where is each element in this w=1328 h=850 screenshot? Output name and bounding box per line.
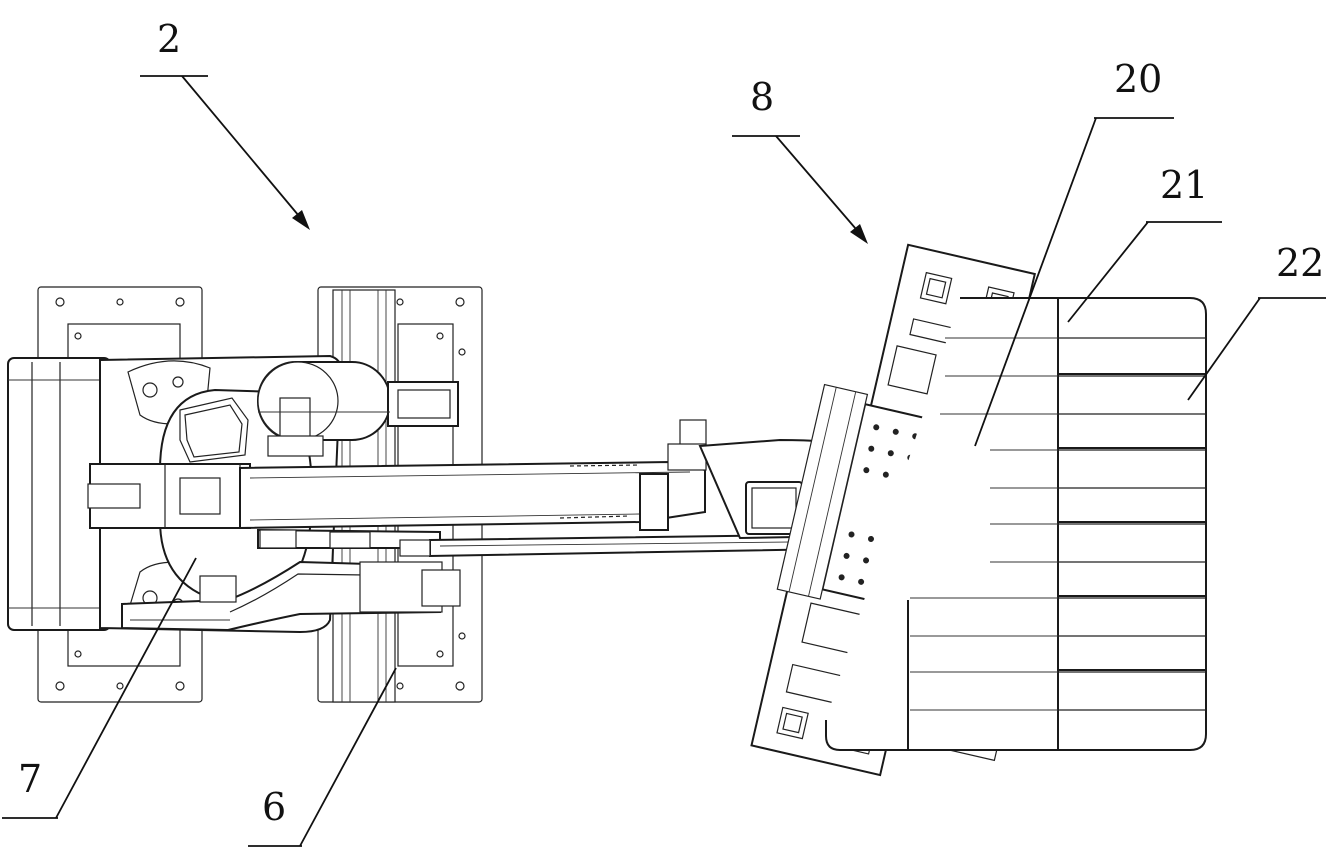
callout-22: 22	[1187, 241, 1326, 401]
label-20: 20	[1114, 57, 1162, 101]
callout-21: 21	[1067, 163, 1222, 323]
lower-reducer	[121, 560, 461, 632]
callout-20: 20	[974, 57, 1174, 447]
label-2: 2	[157, 17, 181, 61]
callout-6: 6	[248, 667, 397, 847]
callout-7: 7	[2, 557, 197, 819]
callout-2: 2	[140, 17, 310, 230]
label-22: 22	[1276, 241, 1324, 285]
motor-cylinder	[257, 361, 459, 457]
label-21: 21	[1160, 163, 1208, 207]
callout-8: 8	[732, 75, 868, 244]
label-8: 8	[750, 75, 774, 119]
tray	[825, 297, 1207, 751]
label-6: 6	[262, 785, 286, 829]
label-7: 7	[18, 757, 42, 801]
